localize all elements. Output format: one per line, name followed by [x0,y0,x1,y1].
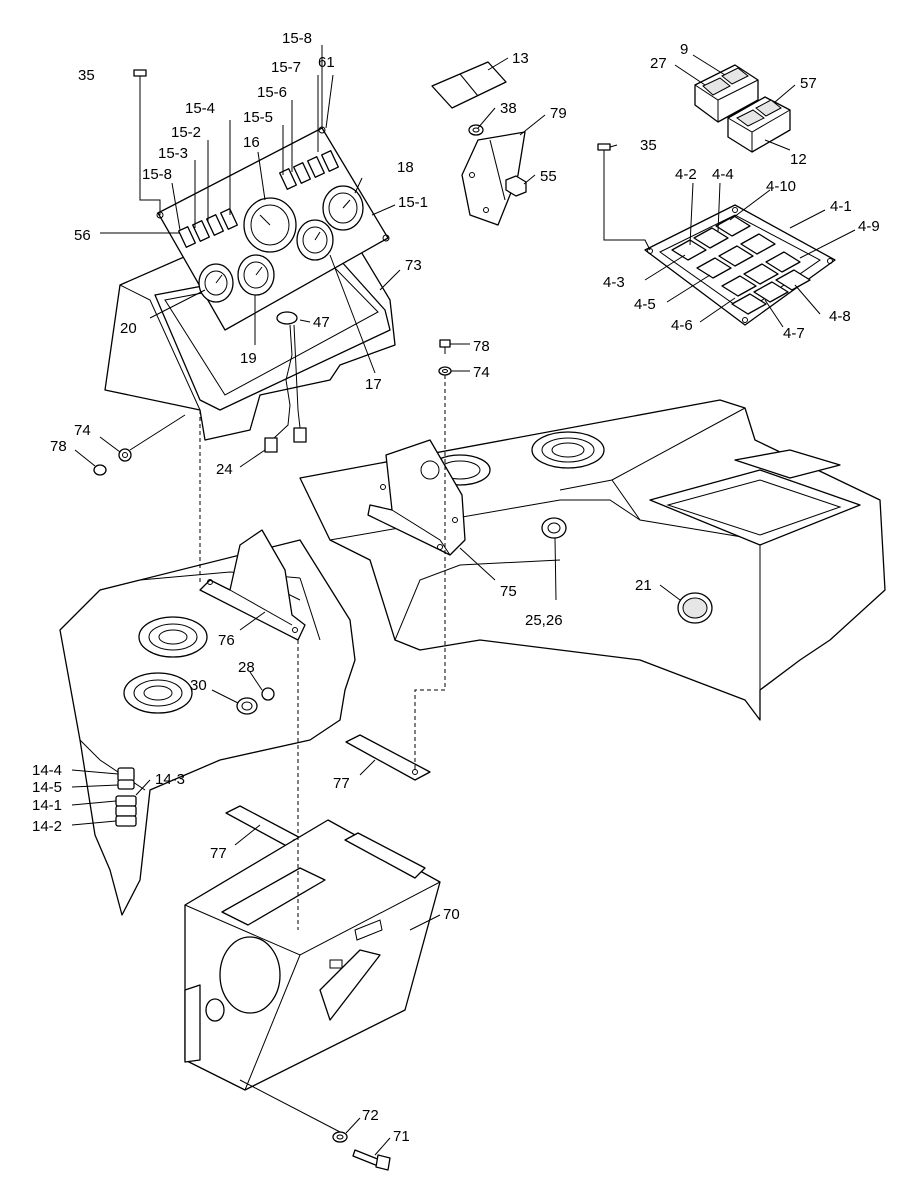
callout-35: 35 [640,137,657,154]
callout-56: 56 [74,227,91,244]
gauge-17 [296,219,334,261]
callout-18: 18 [397,159,414,176]
callout-9: 9 [680,41,688,58]
gauge-16 [243,197,297,253]
switch-panel-4 [644,204,836,326]
callout-24: 24 [216,461,233,478]
callout-78: 78 [50,438,67,455]
callout-4-7: 4-7 [783,325,805,342]
callout-72: 72 [362,1107,379,1124]
callout-70: 70 [443,906,460,923]
switch-row-2 [696,233,776,279]
switch-row-4 [731,269,811,315]
callout-73: 73 [405,257,422,274]
callout-19: 19 [240,350,257,367]
gauge-20 [198,263,234,303]
bracket-76 [199,529,306,641]
callout-76: 76 [218,632,235,649]
callout-17: 17 [365,376,382,393]
knob-28 [261,687,275,701]
callout-4-6: 4-6 [671,317,693,334]
callout-15-7: 15-7 [271,59,301,76]
callout-14-5: 14-5 [32,779,62,796]
callout-14-4: 14-4 [32,762,62,779]
callout-15-2: 15-2 [171,124,201,141]
callout-38: 38 [500,100,517,117]
callout-77: 77 [333,775,350,792]
callout-15-6: 15-6 [257,84,287,101]
bracket-77-upper [345,734,431,781]
callout-4-4: 4-4 [712,166,734,183]
callout-14-2: 14-2 [32,818,62,835]
callout-4-8: 4-8 [829,308,851,325]
callout-12: 12 [790,151,807,168]
gauge-19 [237,254,275,296]
callout-55: 55 [540,168,557,185]
callout-30: 30 [190,677,207,694]
callout-4-3: 4-3 [603,274,625,291]
switch-cluster-14 [115,767,137,827]
knob-25-26 [541,517,567,539]
callout-27: 27 [650,55,667,72]
callout-28: 28 [238,659,255,676]
part-13-lens [431,61,507,109]
callout-15-3: 15-3 [158,145,188,162]
callout-21: 21 [635,577,652,594]
callout-14-3: 14-3 [155,771,185,788]
callout-79: 79 [550,105,567,122]
callout-61: 61 [318,54,335,71]
callout-15-1: 15-1 [398,194,428,211]
bracket-box-70 [184,819,441,1091]
instrument-cluster [104,126,396,453]
switch-bank-left [178,208,238,248]
callout-4-9: 4-9 [858,218,880,235]
callout-77: 77 [210,845,227,862]
gauge-18 [322,185,364,231]
hardware [93,69,611,1171]
callout-71: 71 [393,1128,410,1145]
callout-20: 20 [120,320,137,337]
callout-47: 47 [313,314,330,331]
callout-15-8: 15-8 [142,166,172,183]
callout-78: 78 [473,338,490,355]
switch-bank-right [279,150,339,190]
callout-25-26: 25,26 [525,612,563,629]
callout-4-2: 4-2 [675,166,697,183]
callout-labels: 35 15-8 15-7 61 15-6 15-5 15-4 15-2 15-3… [32,30,880,1145]
callout-14-1: 14-1 [32,797,62,814]
callout-4-10: 4-10 [766,178,796,195]
callout-57: 57 [800,75,817,92]
callout-4-1: 4-1 [830,198,852,215]
switch-group-9-27-57-12 [694,64,791,153]
switch-row-3 [721,251,801,297]
callout-13: 13 [512,50,529,67]
callout-4-5: 4-5 [634,296,656,313]
knob-21 [677,592,713,624]
switch-row-1 [671,215,751,261]
knob-30 [236,697,258,715]
leader-lines [71,45,856,1156]
callout-16: 16 [243,134,260,151]
part-79-bracket [461,124,527,226]
callout-15-4: 15-4 [185,100,215,117]
callout-35: 35 [78,67,95,84]
assembly-lines [199,375,446,930]
callout-74: 74 [473,364,490,381]
dashboard-body [59,399,886,916]
callout-74: 74 [74,422,91,439]
callout-15-8: 15-8 [282,30,312,47]
callout-75: 75 [500,583,517,600]
callout-15-5: 15-5 [243,109,273,126]
